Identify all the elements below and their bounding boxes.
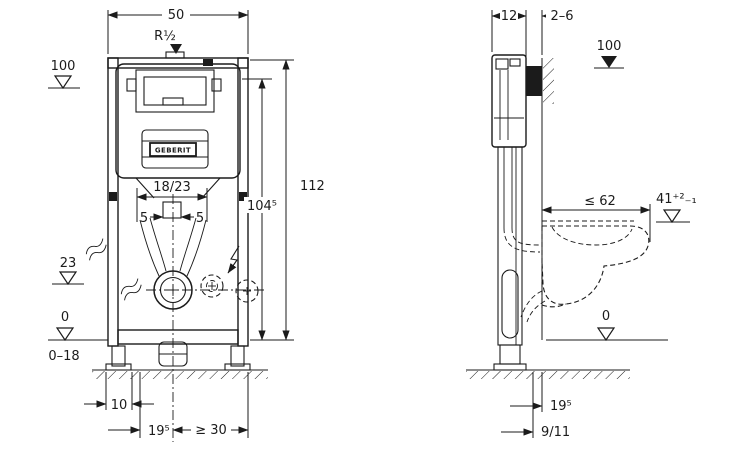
mounting-frame <box>105 57 251 371</box>
water-supply-mark: R½ <box>154 29 185 59</box>
dim-min-side-30: ≥ 30 <box>172 372 249 438</box>
dim-label-width: 50 <box>168 8 185 23</box>
wc-bowl-outline <box>541 220 650 308</box>
flush-plate-side <box>526 66 542 96</box>
structural-floor-front <box>92 369 268 379</box>
cistern-side <box>491 54 527 148</box>
floor-level-front: 0 <box>55 310 75 342</box>
alternate-outlet-position-1 <box>200 274 224 298</box>
dim-label-offset-right: 5 <box>196 211 204 226</box>
drain-sleeve <box>158 341 188 367</box>
level-triangle-icon <box>58 271 78 286</box>
dim-label-bowl-depth: ≤ 62 <box>584 194 616 209</box>
front-view: R½ GEBERIT <box>48 7 325 442</box>
dim-label-cladding: 2–6 <box>550 9 573 24</box>
dim-label-min-side: ≥ 30 <box>195 423 227 438</box>
dim-bowl-depth-62: ≤ 62 <box>541 194 651 242</box>
flush-plate-opening <box>126 69 222 113</box>
dim-label-outlet-offset: 18/23 <box>153 180 190 195</box>
dim-offset-right-5: 5 <box>180 211 204 226</box>
supply-triangle-icon <box>170 44 182 54</box>
dim-label-offset-left: 5 <box>140 211 148 226</box>
structural-floor-side <box>466 369 630 379</box>
dim-outlet-offset-9-11: 9/11 <box>501 372 570 440</box>
dim-label-outlet-offset-side: 9/11 <box>541 425 570 440</box>
outlet-level-23: 23 <box>52 256 84 286</box>
meter-mark-label-side: 100 <box>597 39 622 54</box>
alternate-outlet-position-2 <box>235 279 259 303</box>
dim-label-outlet-level: 23 <box>60 256 77 271</box>
floor-level-side: 0 <box>546 309 668 342</box>
brand-plate: GEBERIT <box>141 129 209 169</box>
dim-width-50: 50 <box>107 7 249 54</box>
floor-level-label-front: 0 <box>61 310 69 325</box>
dim-label-foot: 10 <box>111 398 128 413</box>
electric-connection-icon <box>227 245 240 274</box>
dim-foot-depth-195: 19⁵ <box>108 372 170 439</box>
dim-label-bowl-height: 41⁺²₋₁ <box>656 192 697 207</box>
dim-cladding-2-6: 2–6 <box>541 8 578 55</box>
dim-offset-left-5: 5 <box>140 211 164 226</box>
dim-height-104: 104⁵ <box>242 78 280 341</box>
water-supply-label: R½ <box>154 29 176 44</box>
rail-fixing-left <box>109 192 117 201</box>
meter-mark-label-front: 100 <box>51 59 76 74</box>
level-triangle-filled-icon <box>601 56 617 68</box>
dim-label-floor-range: 0–18 <box>48 349 79 364</box>
dim-depth-12: 12 <box>491 8 527 63</box>
supply-stub <box>203 59 213 66</box>
dim-label-wall-offset: 19⁵ <box>550 399 572 414</box>
dim-label-plate-height: 104⁵ <box>247 199 277 214</box>
dim-outlet-offset-18-23: 18/23 <box>136 180 208 222</box>
rail-fixing-right <box>239 192 247 201</box>
dim-height-112: 112 <box>250 59 325 341</box>
concealed-cistern: GEBERIT <box>115 63 241 199</box>
level-triangle-icon <box>596 327 616 342</box>
dim-bowl-height-41: 41⁺²₋₁ <box>656 192 697 224</box>
level-triangle-icon <box>55 327 75 342</box>
flush-pipe-side <box>503 147 546 323</box>
flexible-connection-icon-2 <box>120 278 142 301</box>
dim-label-depth: 12 <box>501 9 518 24</box>
floor-level-label-side: 0 <box>602 309 610 324</box>
meter-mark-side: 100 <box>594 39 624 69</box>
level-triangle-icon <box>662 209 682 224</box>
dim-wall-offset-195: 19⁵ <box>510 372 572 414</box>
flexible-connection-icon <box>85 238 107 261</box>
level-triangle-icon <box>53 75 73 90</box>
flush-bend <box>139 194 264 442</box>
brand-logo: GEBERIT <box>155 147 191 155</box>
dim-label-frame-height: 112 <box>300 179 325 194</box>
side-view: 12 2–6 100 ≤ 62 41⁺²₋₁ 0 <box>466 8 697 440</box>
dim-foot-10: 10 <box>84 372 154 413</box>
dim-label-foot-depth: 19⁵ <box>148 424 170 439</box>
meter-mark-front: 100 <box>48 59 80 90</box>
frame-side <box>493 146 527 371</box>
